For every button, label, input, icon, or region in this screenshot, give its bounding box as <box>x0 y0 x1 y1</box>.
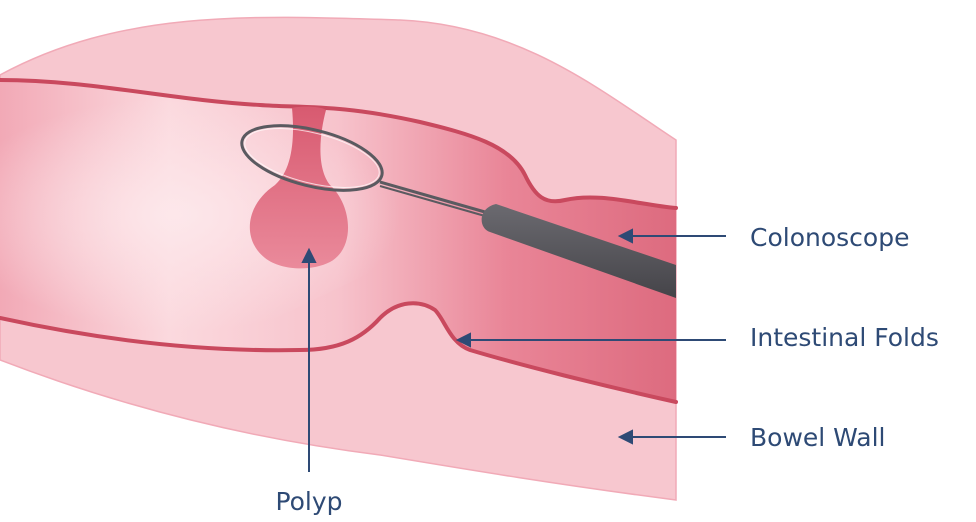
intestinal-folds-label: Intestinal Folds <box>750 323 939 352</box>
colonoscope-label: Colonoscope <box>750 223 909 252</box>
polyp-label: Polyp <box>275 487 342 516</box>
bowel-wall-label: Bowel Wall <box>750 423 886 452</box>
